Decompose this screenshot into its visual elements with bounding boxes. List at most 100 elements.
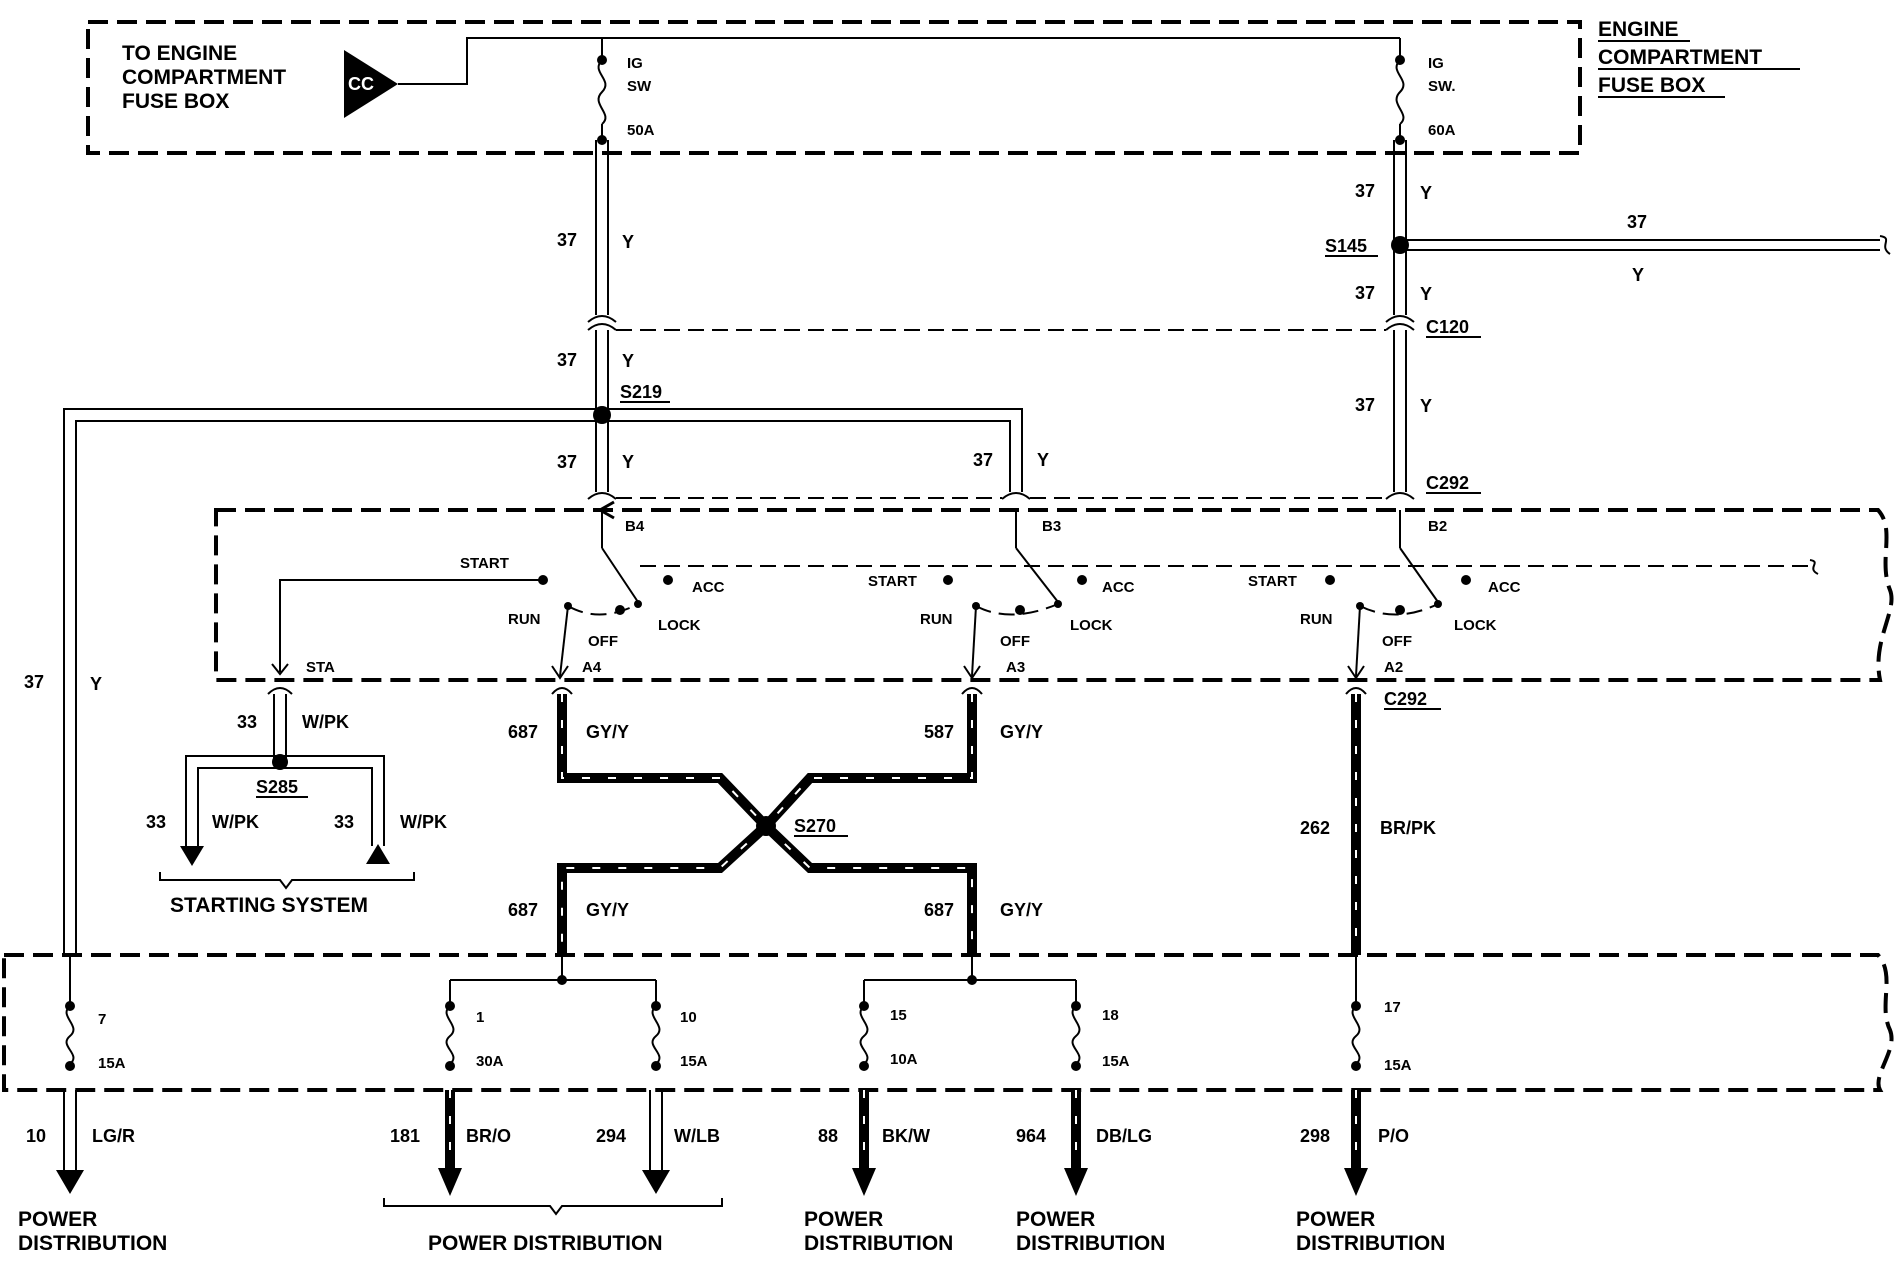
circuit-37-left: 37 Y 37 Y S219 37 Y 37 Y 37 Y xyxy=(24,140,1049,955)
pin-a4: A4 xyxy=(582,659,602,676)
dest-3-power: POWER xyxy=(804,1208,883,1231)
wire-37-left-c: 37 xyxy=(557,452,577,472)
fuse-ig-sw-60a: IG SW. 60A xyxy=(1395,55,1456,145)
fuse-50a-rating: 50A xyxy=(627,122,655,139)
circuit-37-right: 37 Y S145 37 Y 37 Y C120 37 Y C292 xyxy=(616,140,1891,500)
circuit-262: C292 262 BR/PK xyxy=(1300,687,1441,955)
out-298-circuit: 298 xyxy=(1300,1126,1330,1146)
wire-37-left-a: 37 xyxy=(557,230,577,250)
out-181-color: BR/O xyxy=(466,1126,511,1146)
wire-37-mid: 37 xyxy=(973,450,993,470)
fuse-17-rating: 15A xyxy=(1384,1057,1412,1074)
wire-y-mid: Y xyxy=(1037,450,1049,470)
wire-687-br: 687 xyxy=(924,900,954,920)
out-294-color: W/LB xyxy=(674,1126,720,1146)
fuse-1: 1 30A xyxy=(445,1001,504,1071)
dest-4-distribution: DISTRIBUTION xyxy=(1016,1232,1165,1255)
fuse-50a-name-2: SW xyxy=(627,78,652,95)
fuse-15-rating: 10A xyxy=(890,1051,918,1068)
pin-a3: A3 xyxy=(1006,659,1025,676)
fuse-ig-sw-50a: IG SW 50A xyxy=(597,55,655,145)
wire-687-tl: 687 xyxy=(508,722,538,742)
starting-system-branch: 33 W/PK S285 33 W/PK 33 W/PK STARTING SY… xyxy=(146,687,447,917)
fuse-box-title-line1: ENGINE xyxy=(1598,18,1679,41)
dest-5-distribution: DISTRIBUTION xyxy=(1296,1232,1445,1255)
wire-y-right-b: Y xyxy=(1420,284,1432,304)
feed-label-line3: FUSE BOX xyxy=(122,90,229,113)
sw1-run: RUN xyxy=(508,611,541,628)
splice-s145: S145 xyxy=(1325,236,1409,257)
out-181-circuit: 181 xyxy=(390,1126,420,1146)
wire-37-right-a: 37 xyxy=(1355,181,1375,201)
pin-a2: A2 xyxy=(1384,659,1403,676)
fuse-7-rating: 15A xyxy=(98,1055,126,1072)
switch-section-2: B3 START RUN OFF LOCK ACC A3 xyxy=(868,510,1135,680)
out-294-circuit: 294 xyxy=(596,1126,626,1146)
splice-s270-label: S270 xyxy=(794,816,836,836)
ignition-switch: B4 START RUN OFF LOCK ACC STA A4 B3 xyxy=(214,500,1894,682)
bottom-fuse-panel xyxy=(2,953,1894,1092)
sw-sta: STA xyxy=(306,659,335,676)
sw3-run: RUN xyxy=(1300,611,1333,628)
wire-37-left-b: 37 xyxy=(557,350,577,370)
wire-gyy-tl: GY/Y xyxy=(586,722,629,742)
sw1-start: START xyxy=(460,555,509,572)
wire-y-right-c: Y xyxy=(1420,396,1432,416)
dest-2-power-distribution: POWER DISTRIBUTION xyxy=(428,1232,663,1255)
sw2-off: OFF xyxy=(1000,633,1030,650)
fuse-60a-name-2: SW. xyxy=(1428,78,1456,95)
fuse-7-num: 7 xyxy=(98,1011,106,1028)
wire-wpk-right: W/PK xyxy=(400,812,447,832)
wire-gyy-br: GY/Y xyxy=(1000,900,1043,920)
fuse-1-num: 1 xyxy=(476,1009,484,1026)
wire-wpk-top: W/PK xyxy=(302,712,349,732)
connector-c292-top-label: C292 xyxy=(1426,473,1469,493)
connector-c120-label: C120 xyxy=(1426,317,1469,337)
sw1-acc: ACC xyxy=(692,579,725,596)
wire-37-right-branch: 37 xyxy=(1627,212,1647,232)
sw1-off: OFF xyxy=(588,633,618,650)
dest-1-power: POWER xyxy=(18,1208,97,1231)
wire-y-left-a: Y xyxy=(622,232,634,252)
sw2-run: RUN xyxy=(920,611,953,628)
wire-brpk: BR/PK xyxy=(1380,818,1436,838)
switch-section-1: B4 START RUN OFF LOCK ACC STA A4 xyxy=(271,500,725,680)
sw2-acc: ACC xyxy=(1102,579,1135,596)
wire-y-right-branch: Y xyxy=(1632,265,1644,285)
connector-cc-label: CC xyxy=(348,74,374,94)
splice-s219: S219 xyxy=(593,382,670,424)
connector-cc-triangle: CC xyxy=(344,50,398,118)
engine-compartment-fuse-box: ENGINE COMPARTMENT FUSE BOX TO ENGINE CO… xyxy=(86,18,1800,155)
sw1-lock: LOCK xyxy=(658,617,701,634)
sw3-off: OFF xyxy=(1382,633,1412,650)
connector-c292-bottom-label: C292 xyxy=(1384,689,1427,709)
wire-687-bl: 687 xyxy=(508,900,538,920)
splice-s145-label: S145 xyxy=(1325,236,1367,256)
feed-label-line1: TO ENGINE xyxy=(122,42,237,65)
pin-b4: B4 xyxy=(625,518,645,535)
switch-section-3: B2 START RUN OFF LOCK ACC A2 xyxy=(1248,510,1521,680)
destination-labels: POWER DISTRIBUTION POWER DISTRIBUTION PO… xyxy=(18,1198,1445,1255)
wire-y-left-b: Y xyxy=(622,351,634,371)
starting-system-label: STARTING SYSTEM xyxy=(170,894,368,917)
dest-5-power: POWER xyxy=(1296,1208,1375,1231)
sw3-lock: LOCK xyxy=(1454,617,1497,634)
fuse-60a-rating: 60A xyxy=(1428,122,1456,139)
dest-4-power: POWER xyxy=(1016,1208,1095,1231)
wire-37-right-c: 37 xyxy=(1355,395,1375,415)
fuse-18-num: 18 xyxy=(1102,1007,1119,1024)
splice-s219-label: S219 xyxy=(620,382,662,402)
wire-gyy-tr: GY/Y xyxy=(1000,722,1043,742)
out-88-color: BK/W xyxy=(882,1126,930,1146)
wire-y-right-a: Y xyxy=(1420,183,1432,203)
wire-wpk-left: W/PK xyxy=(212,812,259,832)
wire-33-top: 33 xyxy=(237,712,257,732)
wire-33-right: 33 xyxy=(334,812,354,832)
pin-b2: B2 xyxy=(1428,518,1447,535)
out-964-circuit: 964 xyxy=(1016,1126,1046,1146)
fuse-15: 15 10A xyxy=(859,1001,918,1071)
fuse-18-rating: 15A xyxy=(1102,1053,1130,1070)
out-10-color: LG/R xyxy=(92,1126,135,1146)
out-10-circuit: 10 xyxy=(26,1126,46,1146)
pin-b3: B3 xyxy=(1042,518,1061,535)
